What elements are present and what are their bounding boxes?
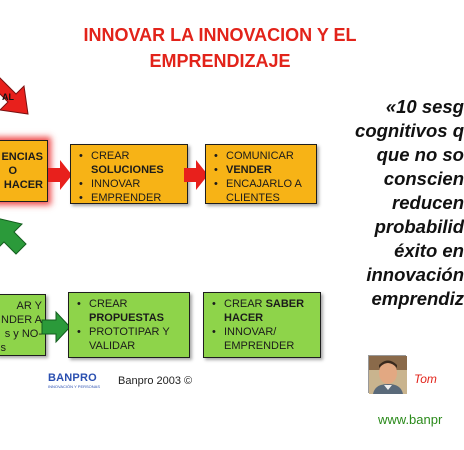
banpro-logo-name: BANPRO	[48, 372, 97, 384]
bottom-box-2-item2: PROTOTIPAR Y	[73, 325, 185, 339]
top-box-1: ENCIAS O HACER	[0, 140, 48, 202]
quote-block: «10 sesg cognitivos q que no so conscien…	[334, 95, 464, 311]
quote-line8: innovación	[366, 264, 464, 285]
quote-line6: probabilid	[374, 216, 464, 237]
top-box-3: COMUNICAR VENDER ENCAJARLO A CLIENTES	[205, 144, 317, 204]
top-box-3-item3b: CLIENTES	[226, 192, 280, 204]
bottom-box-3-item2b: EMPRENDER	[224, 340, 295, 352]
red-arrow-1	[48, 160, 72, 190]
website-link[interactable]: www.banpr	[378, 412, 443, 427]
top-box-1-line2: O	[8, 165, 17, 177]
corner-label: AL	[2, 92, 14, 102]
quote-line2: cognitivos q	[355, 120, 464, 141]
author-photo	[368, 355, 407, 394]
quote-line4: conscien	[383, 168, 464, 189]
slide-title-line1: INNOVAR LA INNOVACION Y EL	[83, 25, 357, 45]
red-arrow-2	[184, 160, 208, 190]
bottom-box-2: CREAR PROPUESTAS PROTOTIPAR Y VALIDAR	[68, 292, 190, 358]
bottom-box-3-item1: CREAR SABER	[208, 297, 316, 311]
bottom-box-3-item1c: HACER	[224, 312, 264, 324]
author-name: Tom	[414, 372, 437, 386]
copyright-text: Banpro 2003 ©	[118, 375, 193, 387]
diagonal-green-arrow	[0, 218, 27, 255]
bottom-box-1-line2: NDER A	[1, 314, 42, 326]
top-box-3-item2: VENDER	[210, 163, 312, 177]
bottom-box-1-line4: s	[0, 342, 7, 354]
bottom-box-2-item1b: PROPUESTAS	[89, 312, 164, 324]
banpro-logo: BANPRO INNOVACIÓN Y PERSONAS	[48, 372, 108, 394]
top-box-1-line1: ENCIAS	[1, 151, 43, 163]
top-box-3-item3: ENCAJARLO A	[210, 177, 312, 191]
top-box-2-item1: CREAR	[75, 149, 183, 163]
top-box-1-line3: HACER	[3, 179, 43, 191]
bottom-box-2-item1: CREAR	[73, 297, 185, 311]
quote-line1: «10 sesg	[385, 96, 464, 117]
bottom-box-3: CREAR SABER HACER INNOVAR/ EMPRENDER	[203, 292, 321, 358]
quote-line9: emprendiz	[371, 288, 464, 309]
top-box-3-item1: COMUNICAR	[210, 149, 312, 163]
top-box-2-item2: INNOVAR	[75, 177, 183, 191]
bottom-box-1: AR Y NDER A s y NO- s	[0, 294, 46, 356]
slide-title-line2: EMPRENDIZAJE	[149, 51, 291, 71]
green-arrow-1	[41, 310, 71, 344]
bottom-box-2-item2b: VALIDAR	[89, 340, 136, 352]
bottom-box-1-line1: AR Y	[16, 300, 42, 312]
quote-line5: reducen	[392, 192, 464, 213]
top-box-2-item3: EMPRENDER	[75, 191, 183, 205]
slide-title: INNOVAR LA INNOVACION Y EL EMPRENDIZAJE	[40, 22, 400, 74]
bottom-box-3-item2: INNOVAR/	[208, 325, 316, 339]
quote-line7: éxito en	[394, 240, 464, 261]
top-box-2: CREAR SOLUCIONES INNOVAR EMPRENDER	[70, 144, 188, 205]
banpro-logo-tagline: INNOVACIÓN Y PERSONAS	[48, 384, 101, 389]
diagonal-red-arrow	[0, 77, 29, 115]
bottom-box-1-line3: s y NO-	[4, 328, 42, 340]
top-box-2-item1b: SOLUCIONES	[91, 164, 164, 176]
quote-line3: que no so	[376, 144, 464, 165]
